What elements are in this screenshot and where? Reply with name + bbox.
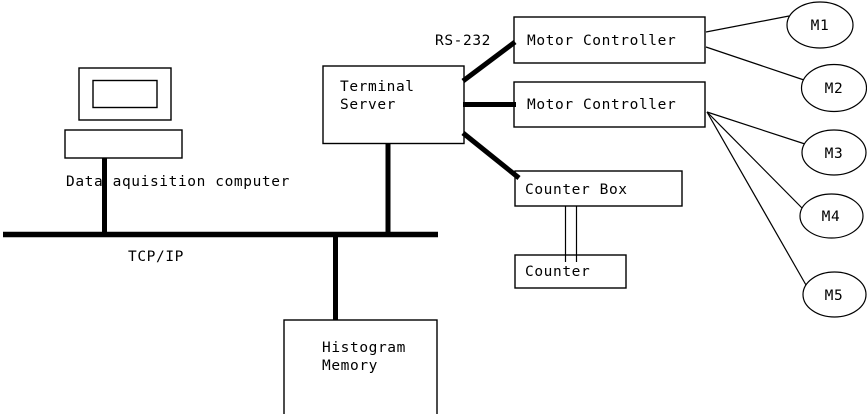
- motor-controller-1-label: Motor Controller: [527, 33, 676, 49]
- counter-box-box[interactable]: [514, 170, 683, 207]
- rs232-link-label: RS-232: [435, 33, 491, 49]
- counter-label: Counter: [525, 264, 590, 280]
- terminal-server-label-line1: Terminal: [340, 79, 415, 95]
- motor-label-m4: M4: [822, 209, 841, 225]
- motor-controller-2-label: Motor Controller: [527, 97, 676, 113]
- histogram-memory-label-line2: Memory: [322, 358, 378, 374]
- motor-label-m1: M1: [811, 18, 830, 34]
- motor-node-m1[interactable]: [786, 1, 854, 49]
- monitor-screen: [92, 79, 158, 109]
- motor-controller-1-box[interactable]: [513, 16, 706, 64]
- motor-label-m5: M5: [825, 288, 844, 304]
- data-acquisition-computer-label: Data aquisition computer: [66, 174, 290, 190]
- motor-label-m3: M3: [825, 146, 844, 162]
- histogram-memory-label-line1: Histogram: [322, 340, 406, 356]
- motor-node-m4[interactable]: [799, 193, 864, 239]
- tcpip-bus-label: TCP/IP: [128, 249, 184, 265]
- histogram-memory-box[interactable]: [283, 319, 438, 414]
- motor-controller-1-to-m1-link: [705, 15, 790, 33]
- counter-box-label: Counter Box: [525, 182, 628, 198]
- counter-box[interactable]: [514, 254, 627, 289]
- motor-controller-2-to-m4-link: [706, 111, 804, 210]
- motor-controller-2-to-m5-link: [706, 111, 807, 286]
- motor-node-m5[interactable]: [802, 271, 867, 318]
- terminal-server-label-line2: Server: [340, 97, 396, 113]
- computer-chassis: [64, 129, 183, 159]
- motor-controller-2-to-m3-link: [706, 111, 806, 145]
- terminal-server-to-motor-controller-1-link: [461, 40, 517, 83]
- motor-node-m3[interactable]: [801, 129, 867, 176]
- terminal-server-box[interactable]: [322, 65, 465, 145]
- terminal-server-to-counter-box-link: [461, 131, 521, 180]
- motor-label-m2: M2: [825, 81, 844, 97]
- motor-controller-1-to-m2-link: [705, 46, 805, 81]
